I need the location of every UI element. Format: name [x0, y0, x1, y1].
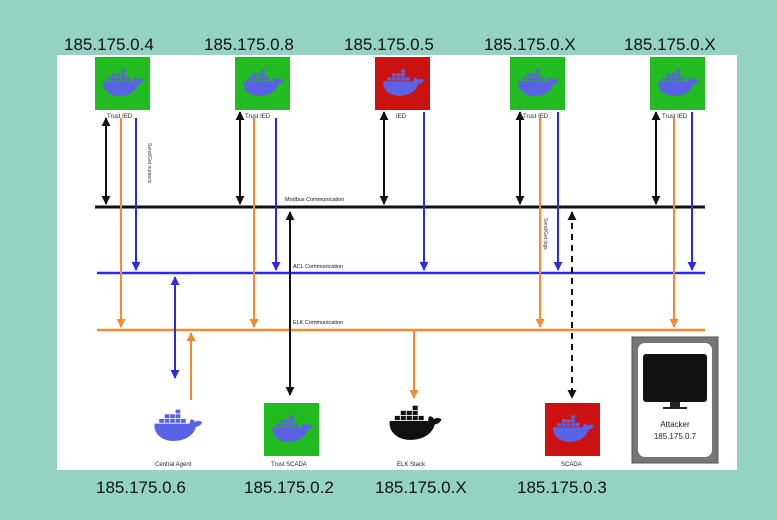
diagram-canvas	[57, 55, 737, 470]
attacker-node	[631, 336, 719, 464]
top-node-1	[95, 57, 150, 110]
modbus-bus-label: Modbus Communication	[285, 197, 345, 203]
scada-node	[545, 403, 600, 456]
top-node-4	[510, 57, 565, 110]
trust-scada-role: Trust SCADA	[271, 462, 307, 468]
monitor-icon	[643, 354, 707, 409]
attacker-title: Attacker	[660, 420, 690, 429]
scada-ip: 185.175.0.3	[517, 478, 607, 497]
attacker-label: Attacker 185.175.0.7	[639, 419, 711, 443]
scada-role: SCADA	[561, 462, 582, 468]
elk-stack-role: ELK Stack	[397, 462, 426, 468]
central-agent-role: Central Agent	[155, 462, 192, 468]
top-node-4-ip: 185.175.0.X	[484, 35, 576, 54]
elk-bus-label: ELK Communication	[293, 320, 344, 326]
attacker-ip: 185.175.0.7	[653, 432, 697, 441]
elk-stack-ip: 185.175.0.X	[375, 478, 467, 497]
central-agent-ip: 185.175.0.6	[96, 478, 186, 497]
top-node-3-role: IED	[396, 114, 407, 120]
top-node-3	[375, 57, 430, 110]
trust-scada-node	[264, 403, 319, 456]
top-node-5	[650, 57, 705, 110]
top-node-1-ip: 185.175.0.4	[64, 35, 154, 54]
top-node-2-role: Trust IED	[245, 114, 271, 120]
trust-scada-ip: 185.175.0.2	[244, 478, 334, 497]
top-node-2	[235, 57, 290, 110]
top-node-2-ip: 185.175.0.8	[204, 35, 294, 54]
top-node-3-ip: 185.175.0.5	[344, 35, 434, 54]
top-node-4-role: Trust IED	[523, 114, 549, 120]
top-node-5-ip: 185.175.0.X	[624, 35, 716, 54]
top-node-5-role: Trust IED	[662, 114, 688, 120]
acl-bus-label: ACL Communication	[293, 264, 344, 270]
send-get-logs-label: Send/Get logs	[542, 218, 548, 250]
top-node-1-role: Trust IED	[107, 114, 133, 120]
send-get-numeric-label: Send/Get numeric	[146, 143, 152, 184]
